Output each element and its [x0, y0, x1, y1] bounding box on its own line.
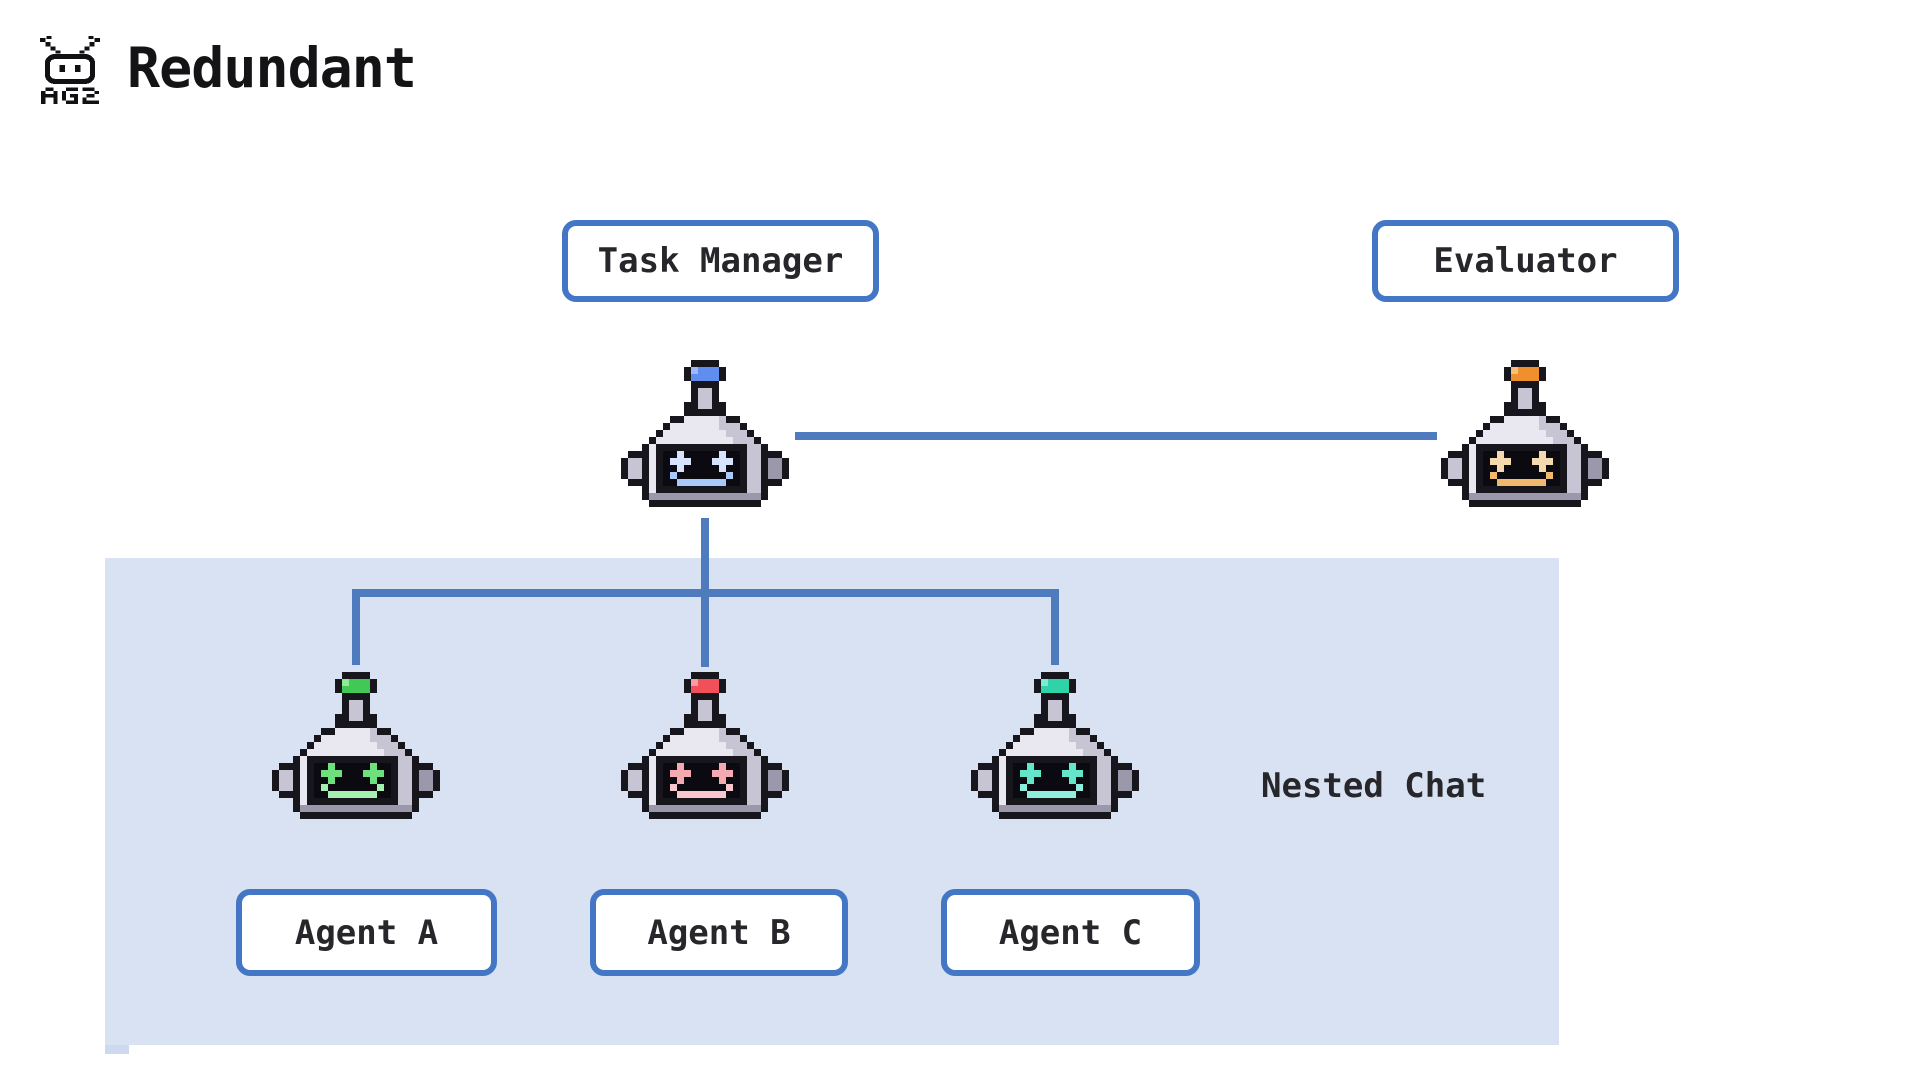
task-manager-robot — [621, 360, 789, 507]
ag2-robot-icon — [40, 36, 100, 104]
page-title: Redundant — [127, 36, 417, 100]
nested-chat-corner-artifact — [105, 1045, 129, 1054]
agent-a-robot — [272, 672, 440, 819]
evaluator-node: Evaluator — [1372, 220, 1679, 302]
connector-rail-agentc — [1051, 589, 1059, 665]
agent-a-label: Agent A — [294, 912, 439, 953]
agent-c-label: Agent C — [998, 912, 1143, 953]
connector-branch-rail — [352, 589, 1059, 597]
task-manager-label: Task Manager — [597, 241, 844, 281]
agent-b-node: Agent B — [590, 889, 848, 976]
ag2-logo — [38, 36, 102, 104]
connector-taskmanager-evaluator — [795, 432, 1437, 440]
evaluator-robot — [1441, 360, 1609, 507]
agent-b-label: Agent B — [647, 912, 791, 953]
agent-a-node: Agent A — [236, 889, 497, 976]
nested-chat-label: Nested Chat — [1261, 766, 1487, 806]
agent-c-robot — [971, 672, 1139, 819]
connector-rail-agenta — [352, 589, 360, 665]
agent-b-robot — [621, 672, 789, 819]
evaluator-label: Evaluator — [1433, 241, 1618, 281]
agent-c-node: Agent C — [941, 889, 1200, 976]
task-manager-node: Task Manager — [562, 220, 879, 302]
